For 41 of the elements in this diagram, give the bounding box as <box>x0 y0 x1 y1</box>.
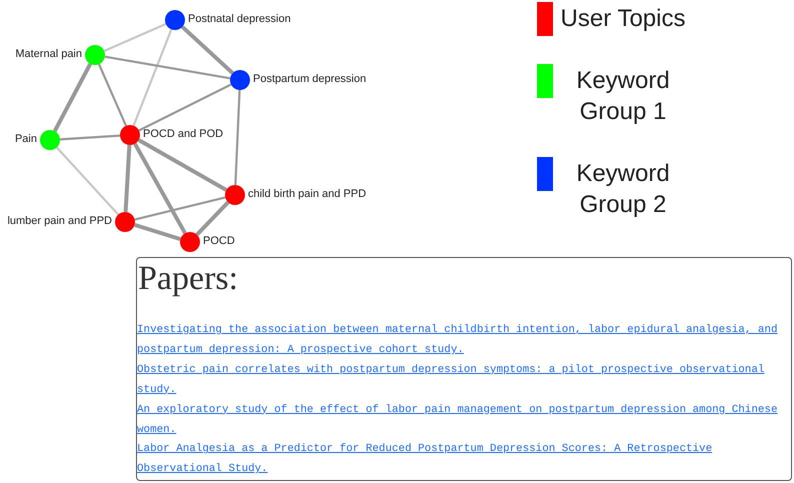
legend-label: Keyword Group 1 <box>575 66 671 126</box>
graph-node <box>85 45 105 65</box>
edge-line <box>195 200 230 236</box>
edge-line <box>98 64 127 126</box>
edge-line <box>133 142 187 234</box>
graph-node <box>230 70 250 90</box>
paper-link: Obstetric pain correlates with postpartum depression symptoms: a pilot prospective observational study. <box>137 362 766 398</box>
panel-heading: Papers: <box>138 260 238 298</box>
edge-line <box>138 84 232 132</box>
papers-panel <box>136 257 792 481</box>
node-label: lumber pain and PPD <box>7 215 112 228</box>
node-label: Postpartum depression <box>253 73 366 86</box>
legend-label: User Topics <box>560 4 686 34</box>
edge-line <box>52 62 92 132</box>
edge-line <box>134 223 181 241</box>
edge-line <box>134 196 226 221</box>
node-label: Maternal pain <box>15 48 82 61</box>
edge-line <box>56 146 120 216</box>
node-label: POCD <box>203 235 235 248</box>
edge-line <box>234 90 241 186</box>
graph-node <box>165 10 185 30</box>
edge-line <box>132 28 172 126</box>
paper-link: Labor Analgesia as a Predictor for Reduced Postpartum Depression Scores: A Retrospective Observational Study. <box>137 442 714 478</box>
graph-node <box>115 212 135 232</box>
node-label: Postnatal depression <box>188 13 291 26</box>
edge-line <box>104 56 230 80</box>
edge-line <box>60 134 120 140</box>
paper-link: An exploratory study of the effect of labor pain management on postpartum depression among Chinese women. <box>137 402 778 438</box>
edge-line <box>104 23 166 52</box>
edge-line <box>180 25 234 75</box>
node-label: POCD and POD <box>143 128 224 141</box>
graph-node <box>120 125 140 145</box>
node-label: child birth pain and PPD <box>248 188 366 201</box>
node-label: Pain <box>14 133 37 146</box>
legend-label: Keyword Group 2 <box>575 159 671 220</box>
graph-node <box>225 185 245 205</box>
paper-link: Investigating the association between maternal childbirth intention, labor epidural analgesia, and postpartum depression: A prospective cohort study. <box>137 323 778 358</box>
edge-line <box>138 138 228 192</box>
graph-node <box>180 232 200 252</box>
edge-line <box>124 144 132 212</box>
graph-node <box>40 130 60 150</box>
